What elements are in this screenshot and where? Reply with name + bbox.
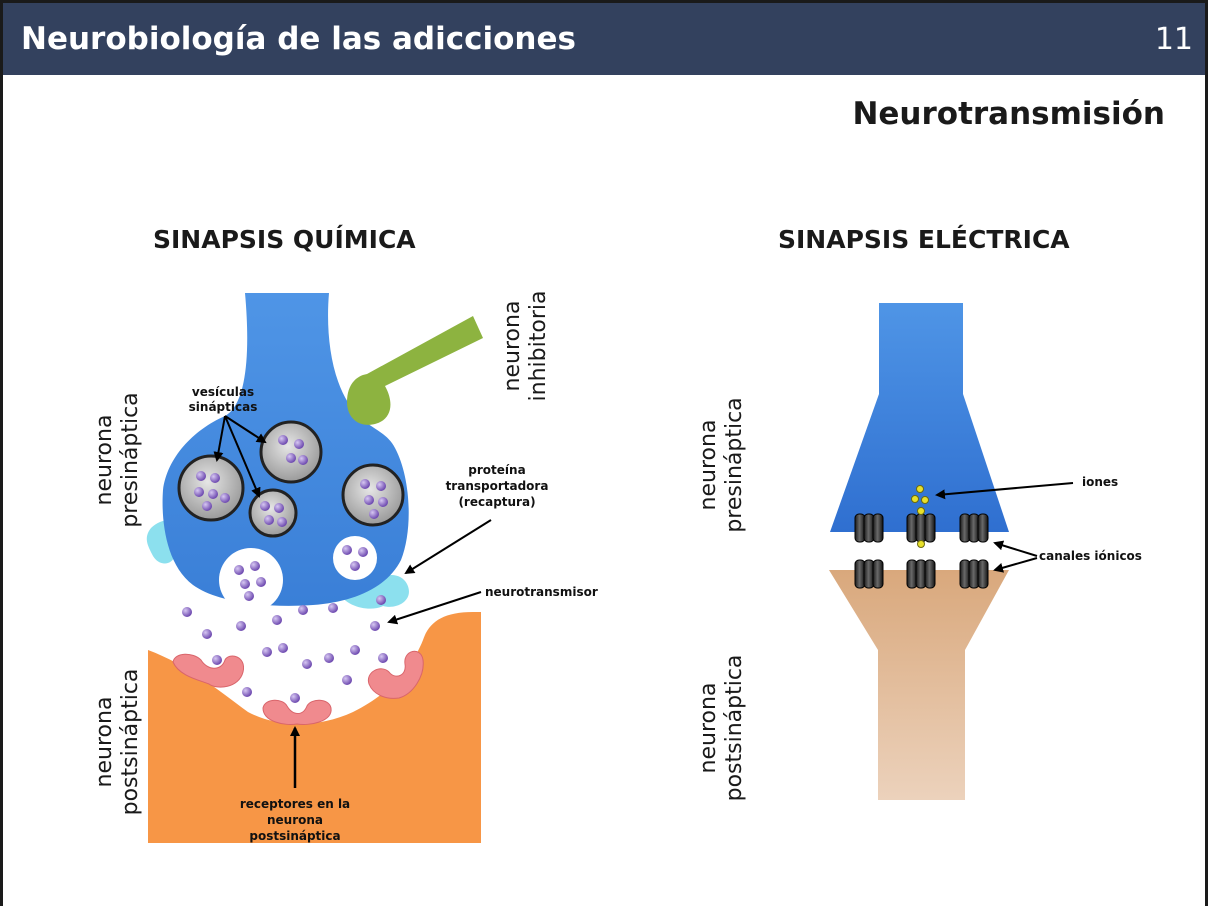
ions-label: iones [1082, 475, 1118, 489]
inhibitory-neuron-shape [347, 316, 483, 425]
receptor-left [172, 653, 245, 688]
receptors-label-1: receptores en la [240, 797, 350, 811]
inhibitory-label-1: neurona [500, 301, 525, 392]
transporter-label-3: (recaptura) [458, 495, 535, 509]
receptor-center [262, 699, 332, 725]
chem-presynaptic-label-1: neurona [92, 415, 117, 506]
neurotransmitter-arrow [387, 591, 482, 625]
ion-channel [906, 559, 936, 589]
vesicles-label-1: vesículas [192, 385, 254, 399]
ion-channel [854, 559, 884, 589]
vesicle-3 [248, 488, 298, 538]
slide-header: Neurobiología de las adicciones 11 [3, 0, 1205, 75]
vesicles-label-2: sinápticas [189, 400, 258, 414]
ions [911, 485, 929, 548]
neurotransmitter-molecules [182, 435, 388, 703]
channels-label: canales iónicos [1039, 549, 1142, 563]
postsynaptic-neuron-shape [148, 612, 481, 843]
ion-channels [854, 513, 989, 589]
transporter-label-2: transportadora [446, 479, 549, 493]
chem-presynaptic-label-2: presináptica [118, 392, 143, 527]
elec-postsynaptic-label-1: neurona [696, 683, 721, 774]
elec-postsynaptic-label-2: postsináptica [722, 655, 747, 802]
electrical-presynaptic-shape [830, 303, 1009, 532]
vesicle-4 [341, 463, 405, 527]
electrical-postsynaptic-shape [829, 570, 1009, 800]
exocytosis-vesicle-2 [333, 536, 377, 580]
chemical-synapse-title: SINAPSIS QUÍMICA [153, 225, 416, 254]
transporter-arrow [404, 519, 492, 575]
receptors-label-2: neurona [267, 813, 323, 827]
vesicle-2 [259, 420, 323, 484]
channels-arrows [993, 540, 1038, 573]
ion-channel [959, 559, 989, 589]
ion-channel [959, 513, 989, 543]
neurotransmitter-label: neurotransmisor [485, 585, 598, 599]
elec-presynaptic-label-1: neurona [696, 420, 721, 511]
exocytosis-vesicle-1 [219, 548, 283, 612]
ion-channel [854, 513, 884, 543]
transporter-label-1: proteína [468, 463, 525, 477]
chem-postsynaptic-label-2: postsináptica [118, 669, 143, 816]
receptors-label-3: postsináptica [249, 829, 340, 843]
inhibitory-label-2: inhibitoria [526, 291, 551, 402]
elec-presynaptic-label-2: presináptica [722, 397, 747, 532]
ion-channel [906, 513, 936, 543]
synapse-diagrams: neurona presináptica neurona postsinápti… [92, 291, 1142, 843]
electrical-synapse-title: SINAPSIS ELÉCTRICA [778, 225, 1070, 254]
slide-title: Neurobiología de las adicciones [21, 21, 576, 57]
chem-postsynaptic-label-1: neurona [92, 697, 117, 788]
slide-subtitle: Neurotransmisión [852, 96, 1165, 132]
ions-arrow [935, 482, 1074, 500]
slide-number: 11 [1154, 22, 1193, 57]
vesicle-1 [177, 454, 245, 522]
receptor-right [367, 650, 424, 699]
vesicles-arrows [213, 415, 267, 498]
